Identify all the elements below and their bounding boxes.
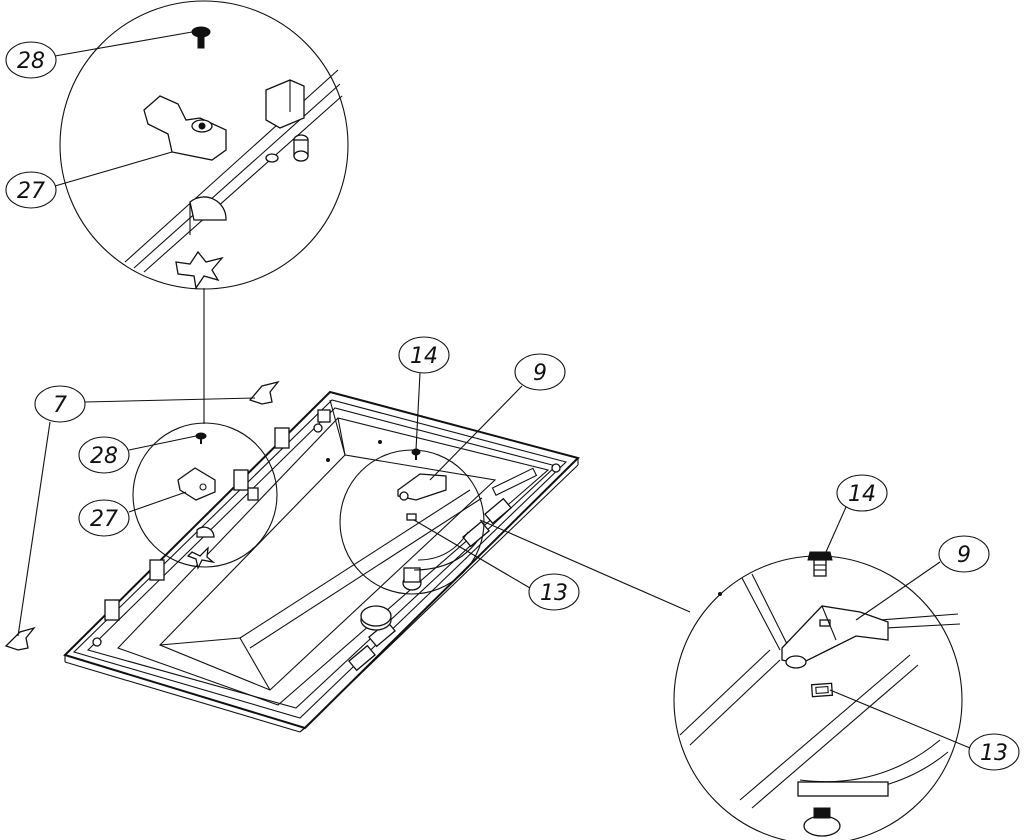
callout-7: 7: [17, 385, 256, 637]
callout-9-right: 9: [855, 535, 990, 621]
callout-28-lower: 28: [78, 435, 197, 474]
callout-13-center-label: 13: [540, 581, 568, 606]
callout-13-center: 13: [413, 519, 580, 611]
loose-pin-part: [4, 380, 280, 651]
callout-28-lower-label: 28: [90, 444, 118, 469]
callout-28-top: 28: [5, 31, 193, 79]
callout-13-right: 13: [829, 689, 1020, 771]
callout-9-center: 9: [429, 353, 566, 481]
callout-14-center-label: 14: [410, 344, 438, 369]
callout-27-top-label: 27: [17, 179, 45, 204]
detail-circle-top-left: [59, 0, 349, 290]
callout-9-center-label: 9: [533, 361, 547, 386]
callout-7-label: 7: [53, 393, 67, 418]
callout-27-top: 27: [5, 151, 173, 209]
callout-14-right-label: 14: [848, 482, 876, 507]
callout-27-lower-label: 27: [90, 507, 118, 532]
detail-circle-left-small: [132, 288, 278, 570]
callout-9-right-label: 9: [957, 543, 971, 568]
detail-circle-center: [339, 448, 691, 613]
callout-13-right-label: 13: [980, 741, 1008, 766]
tray-assembly: [63, 390, 580, 733]
callout-27-lower: 27: [78, 491, 187, 537]
callout-14-right: 14: [825, 474, 888, 553]
detail-circle-bottom-right: [673, 551, 963, 840]
callout-28-top-label: 28: [17, 49, 45, 74]
callout-14-center: 14: [398, 336, 450, 451]
